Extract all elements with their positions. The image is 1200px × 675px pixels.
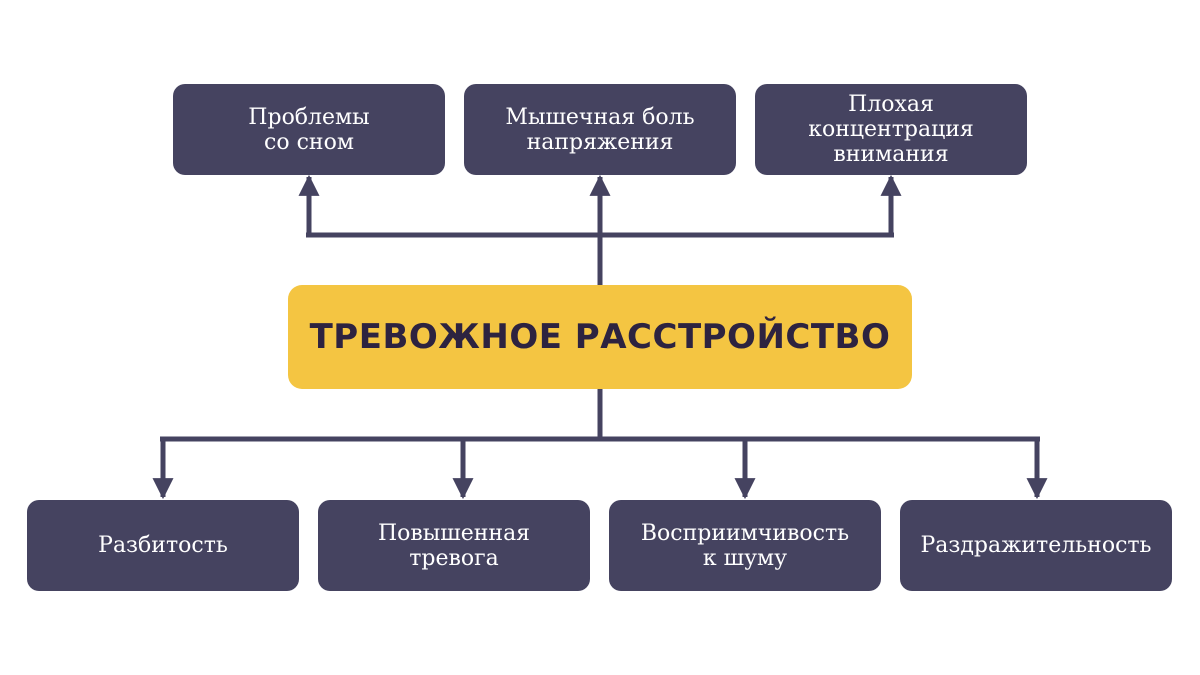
node-heightened-anxiety: Повышенная тревога (318, 500, 590, 591)
node-anxiety-disorder: ТРЕВОЖНОЕ РАССТРОЙСТВО (288, 285, 912, 389)
node-poor-concentration: Плохая концентрация внимания (755, 84, 1027, 175)
node-sleep-problems: Проблемы со сном (173, 84, 445, 175)
node-irritability: Раздражительность (900, 500, 1172, 591)
node-fatigue: Разбитость (27, 500, 299, 591)
node-tension-muscle-pain: Мышечная боль напряжения (464, 84, 736, 175)
node-noise-sensitivity: Восприимчивость к шуму (609, 500, 881, 591)
